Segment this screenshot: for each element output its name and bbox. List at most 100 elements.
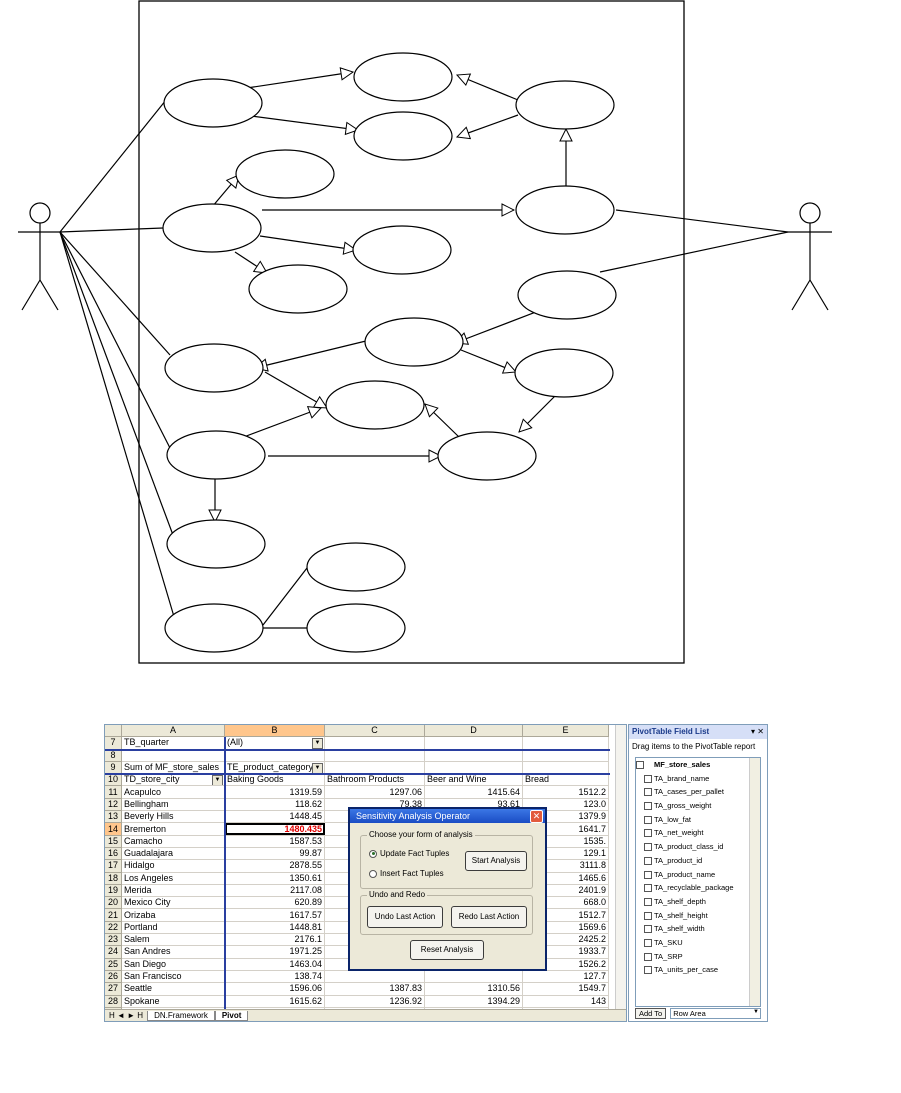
value-cell[interactable]: 1350.61 bbox=[224, 872, 325, 885]
panel-menu-close-icon[interactable]: ▾ ✕ bbox=[751, 727, 764, 736]
city-cell[interactable]: Guadalajara bbox=[121, 847, 225, 861]
field-item[interactable]: TA_gross_weight bbox=[636, 799, 760, 813]
cell[interactable] bbox=[522, 736, 609, 750]
field-checkbox-icon[interactable] bbox=[644, 884, 652, 893]
value-cell[interactable]: 143 bbox=[522, 995, 609, 1008]
category-header[interactable]: Baking Goods bbox=[224, 773, 325, 787]
field-item[interactable]: TA_shelf_depth bbox=[636, 895, 760, 909]
cell[interactable] bbox=[424, 736, 523, 750]
value-cell[interactable]: 1415.64 bbox=[424, 785, 523, 799]
field-checkbox-icon[interactable] bbox=[644, 966, 652, 975]
value-cell[interactable]: 138.74 bbox=[224, 970, 325, 984]
cell[interactable] bbox=[324, 761, 425, 775]
value-cell[interactable]: 1297.06 bbox=[324, 785, 425, 799]
value-cell[interactable]: 1463.04 bbox=[224, 958, 325, 971]
value-cell[interactable]: 1236.92 bbox=[324, 995, 425, 1008]
city-cell[interactable]: San Francisco bbox=[121, 970, 225, 984]
row-header[interactable]: 24 bbox=[105, 945, 122, 959]
row-header[interactable]: 22 bbox=[105, 921, 122, 935]
value-cell[interactable]: 1587.53 bbox=[224, 835, 325, 848]
field-checkbox-icon[interactable] bbox=[644, 802, 652, 811]
row-header[interactable]: 18 bbox=[105, 872, 122, 885]
page-field-label[interactable]: TB_quarter bbox=[121, 736, 225, 750]
radio-insert-fact-tuples[interactable]: Insert Fact Tuples bbox=[369, 869, 444, 878]
field-checkbox-icon[interactable] bbox=[644, 788, 652, 797]
column-header-b[interactable]: B bbox=[224, 725, 325, 738]
value-cell[interactable]: 118.62 bbox=[224, 798, 325, 812]
row-header[interactable]: 11 bbox=[105, 785, 122, 799]
city-cell[interactable]: San Diego bbox=[121, 958, 225, 971]
city-cell[interactable]: Salem bbox=[121, 933, 225, 947]
row-header[interactable]: 12 bbox=[105, 798, 122, 812]
corner-cell[interactable] bbox=[105, 725, 122, 738]
cell[interactable] bbox=[424, 749, 523, 762]
row-header[interactable]: 17 bbox=[105, 859, 122, 873]
value-cell[interactable]: 1617.57 bbox=[224, 908, 325, 922]
value-cell[interactable]: 2117.08 bbox=[224, 884, 325, 898]
cell[interactable] bbox=[522, 749, 609, 762]
radio-update-fact-tuples[interactable]: Update Fact Tuples bbox=[369, 849, 449, 858]
category-header[interactable]: Bread bbox=[522, 773, 609, 787]
city-cell[interactable]: Los Angeles bbox=[121, 872, 225, 885]
row-header[interactable]: 28 bbox=[105, 995, 122, 1008]
city-cell[interactable]: Mexico City bbox=[121, 896, 225, 910]
value-cell[interactable]: 2878.55 bbox=[224, 859, 325, 873]
dropdown-arrow-icon[interactable]: ▼ bbox=[212, 775, 223, 785]
value-cell[interactable]: 1615.62 bbox=[224, 995, 325, 1008]
city-cell[interactable]: Hidalgo bbox=[121, 859, 225, 873]
value-cell[interactable]: 1387.83 bbox=[324, 982, 425, 996]
page-field-value[interactable]: (All)▼ bbox=[224, 736, 325, 750]
column-header-d[interactable]: D bbox=[424, 725, 523, 738]
cell[interactable] bbox=[424, 761, 523, 775]
value-cell[interactable] bbox=[424, 970, 523, 984]
city-cell[interactable]: Portland bbox=[121, 921, 225, 935]
field-item[interactable]: TA_recyclable_package bbox=[636, 881, 760, 895]
field-checkbox-icon[interactable] bbox=[644, 774, 652, 783]
field-checkbox-icon[interactable] bbox=[644, 829, 652, 838]
field-item[interactable]: TA_units_per_case bbox=[636, 963, 760, 977]
row-header[interactable]: 23 bbox=[105, 933, 122, 947]
row-header[interactable]: 10 bbox=[105, 773, 122, 787]
column-header-a[interactable]: A bbox=[121, 725, 225, 738]
city-cell[interactable]: Merida bbox=[121, 884, 225, 898]
row-header[interactable]: 9 bbox=[105, 761, 122, 775]
city-cell[interactable]: Bremerton bbox=[121, 822, 225, 836]
tab-pivot[interactable]: Pivot bbox=[214, 1010, 249, 1021]
dropdown-arrow-icon[interactable]: ▼ bbox=[312, 762, 323, 773]
city-cell[interactable]: Beverly Hills bbox=[121, 810, 225, 824]
field-checkbox-icon[interactable] bbox=[644, 911, 652, 920]
city-cell[interactable]: Bellingham bbox=[121, 798, 225, 812]
field-checkbox-icon[interactable] bbox=[644, 856, 652, 865]
field-checkbox-icon[interactable] bbox=[644, 925, 652, 934]
column-header-c[interactable]: C bbox=[324, 725, 425, 738]
value-cell[interactable]: 1549.7 bbox=[522, 982, 609, 996]
field-item[interactable]: TA_product_id bbox=[636, 854, 760, 868]
value-cell[interactable]: 1394.29 bbox=[424, 995, 523, 1008]
column-field[interactable]: TE_product_category▼ bbox=[224, 761, 325, 775]
category-header[interactable]: Beer and Wine bbox=[424, 773, 523, 787]
field-checkbox-icon[interactable] bbox=[644, 897, 652, 906]
field-item[interactable]: TA_SKU bbox=[636, 936, 760, 950]
city-cell[interactable]: Camacho bbox=[121, 835, 225, 848]
dropdown-arrow-icon[interactable]: ▼ bbox=[312, 738, 323, 749]
value-cell[interactable]: 1448.81 bbox=[224, 921, 325, 935]
field-item[interactable]: TA_net_weight bbox=[636, 826, 760, 840]
cell[interactable] bbox=[522, 761, 609, 775]
row-header[interactable]: 14 bbox=[105, 822, 122, 836]
row-field[interactable]: TD_store_city▼ bbox=[121, 773, 225, 787]
city-cell[interactable]: Seattle bbox=[121, 982, 225, 996]
row-header[interactable]: 7 bbox=[105, 736, 122, 750]
city-cell[interactable]: Orizaba bbox=[121, 908, 225, 922]
field-item[interactable]: TA_brand_name bbox=[636, 772, 760, 786]
start-analysis-button[interactable]: Start Analysis bbox=[465, 851, 527, 871]
row-header[interactable]: 16 bbox=[105, 847, 122, 861]
tab-navigation[interactable]: H ◄ ► H bbox=[109, 1011, 144, 1020]
reset-analysis-button[interactable]: Reset Analysis bbox=[410, 940, 484, 960]
field-item[interactable]: TA_product_name bbox=[636, 868, 760, 882]
field-item[interactable]: TA_shelf_width bbox=[636, 922, 760, 936]
value-cell[interactable]: 1512.2 bbox=[522, 785, 609, 799]
field-item[interactable]: TA_low_fat bbox=[636, 813, 760, 827]
value-cell[interactable]: 1319.59 bbox=[224, 785, 325, 799]
value-cell[interactable]: 1448.45 bbox=[224, 810, 325, 824]
city-cell[interactable]: Spokane bbox=[121, 995, 225, 1008]
